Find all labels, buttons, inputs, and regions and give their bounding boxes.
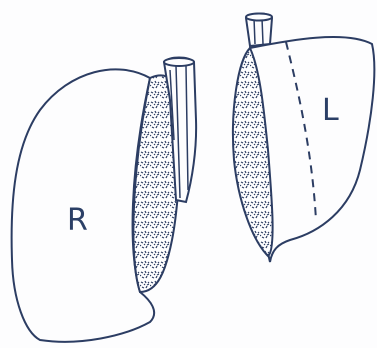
left-lobe bbox=[233, 14, 374, 263]
left-vessel-stump bbox=[246, 14, 272, 47]
label-left-lobe: L bbox=[322, 93, 339, 128]
label-right-lobe: R bbox=[67, 203, 88, 238]
right-lobe bbox=[12, 58, 197, 342]
